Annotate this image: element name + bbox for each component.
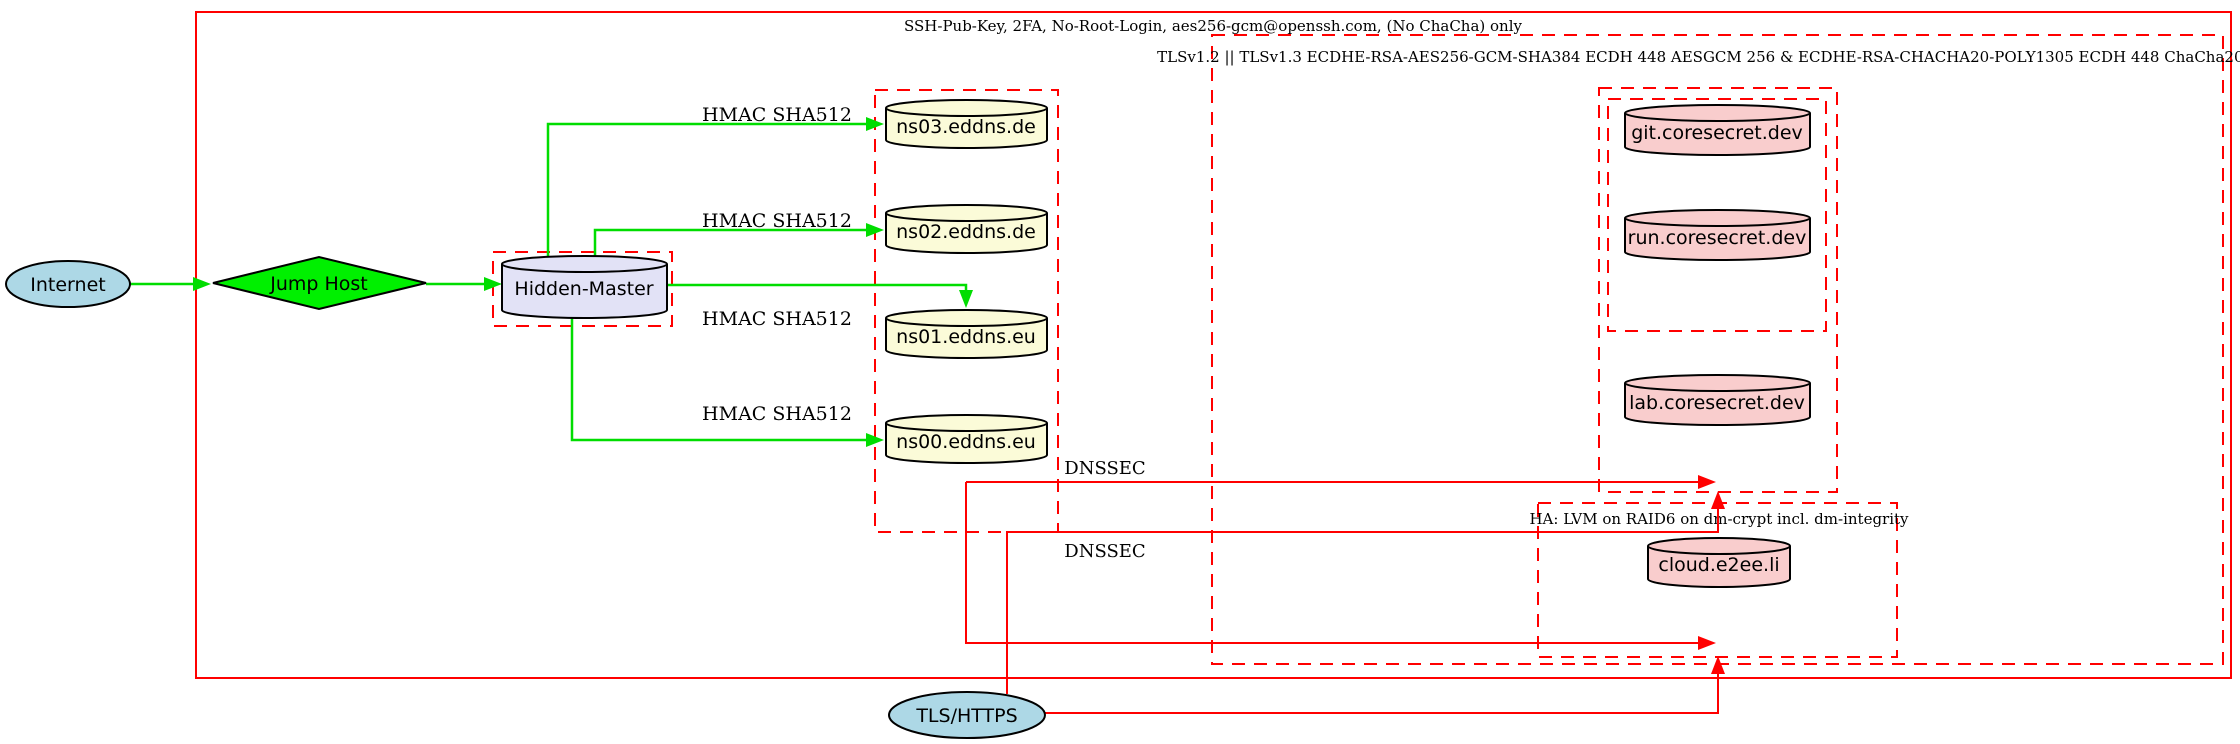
- arrowhead: [193, 277, 211, 291]
- node-ns02-label: ns02.eddns.de: [896, 221, 1036, 243]
- edge-label-dnssec-2: DNSSEC: [1064, 541, 1145, 562]
- edge-label-hmac-2: HMAC SHA512: [702, 210, 852, 232]
- arrowhead: [1698, 475, 1716, 489]
- arrowhead: [866, 223, 884, 237]
- cluster-ssh-label: SSH-Pub-Key, 2FA, No-Root-Login, aes256-…: [904, 17, 1523, 35]
- edge-label-hmac-4: HMAC SHA512: [702, 403, 852, 425]
- node-tls-https-label: TLS/HTTPS: [915, 705, 1017, 727]
- node-internet-label: Internet: [30, 274, 105, 296]
- arrowhead: [959, 290, 973, 308]
- arrowhead: [484, 277, 502, 291]
- node-hidden-master-label: Hidden-Master: [514, 278, 653, 300]
- cluster-web-inner-border: [1607, 98, 1827, 332]
- node-ns00: ns00.eddns.eu: [885, 414, 1048, 464]
- node-ns01-label: ns01.eddns.eu: [896, 326, 1036, 348]
- node-ns01: ns01.eddns.eu: [885, 309, 1048, 359]
- node-lab-label: lab.coresecret.dev: [1629, 392, 1805, 414]
- edge-internet-to-jumphost: [129, 277, 211, 291]
- node-lab: lab.coresecret.dev: [1624, 374, 1811, 426]
- edge-master-to-ns03: [546, 117, 884, 262]
- arrowhead: [866, 433, 884, 447]
- edge-master-to-ns02: [593, 223, 884, 262]
- node-ns03-label: ns03.eddns.de: [896, 116, 1036, 138]
- arrowhead: [1711, 656, 1725, 674]
- edge-tlshttps-to-web: [1006, 491, 1725, 694]
- node-run-label: run.coresecret.dev: [1628, 227, 1807, 249]
- cluster-tls-label: TLSv1.2 || TLSv1.3 ECDHE-RSA-AES256-GCM-…: [1157, 48, 2240, 66]
- edge-jumphost-to-master: [426, 277, 502, 291]
- cluster-ssh: SSH-Pub-Key, 2FA, No-Root-Login, aes256-…: [195, 11, 2232, 679]
- node-cloud: cloud.e2ee.li: [1647, 537, 1791, 588]
- node-jump-host: Jump Host: [212, 255, 427, 311]
- node-git: git.coresecret.dev: [1624, 104, 1811, 156]
- node-ns03: ns03.eddns.de: [885, 99, 1048, 149]
- edge-label-hmac-3: HMAC SHA512: [702, 308, 852, 330]
- edge-ns-to-web-dnssec: [966, 475, 1716, 489]
- cluster-ssh-border: [195, 11, 2232, 679]
- node-internet: Internet: [5, 260, 131, 308]
- edge-master-to-ns00: [570, 316, 884, 447]
- node-ns00-label: ns00.eddns.eu: [896, 431, 1036, 453]
- arrowhead: [866, 117, 884, 131]
- cluster-ha-label: HA: LVM on RAID6 on dm-crypt incl. dm-in…: [1529, 510, 1909, 528]
- edge-master-to-ns01: [667, 283, 973, 308]
- edge-tlshttps-to-ha: [1045, 656, 1725, 714]
- node-hidden-master: Hidden-Master: [501, 255, 668, 319]
- edge-label-dnssec-1: DNSSEC: [1064, 458, 1145, 479]
- node-ns02: ns02.eddns.de: [885, 204, 1048, 254]
- node-tls-https: TLS/HTTPS: [888, 691, 1046, 739]
- edge-ns-to-ha-dnssec: [965, 482, 1716, 650]
- arrowhead: [1698, 636, 1716, 650]
- node-cloud-label: cloud.e2ee.li: [1658, 554, 1779, 576]
- node-git-label: git.coresecret.dev: [1631, 122, 1803, 144]
- cluster-master-border: [492, 251, 673, 327]
- edge-label-hmac-1: HMAC SHA512: [702, 104, 852, 126]
- node-jump-host-label: Jump Host: [269, 273, 368, 295]
- node-run: run.coresecret.dev: [1624, 209, 1811, 261]
- arrowhead: [1711, 491, 1725, 509]
